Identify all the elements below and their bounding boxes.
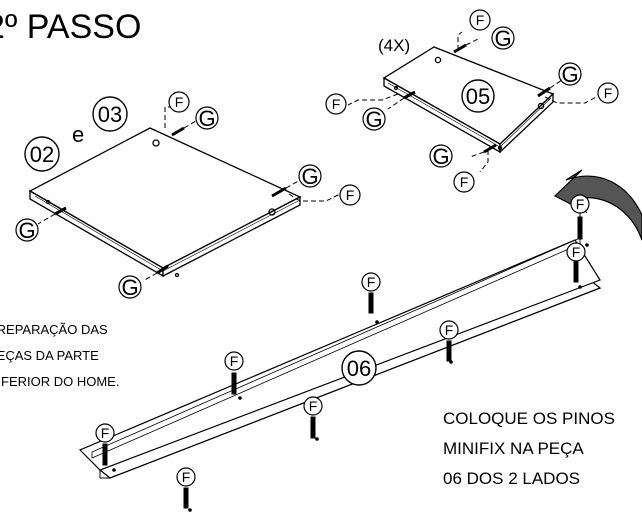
hw-g-02-bottom: G	[118, 275, 142, 300]
hw-g-02-left: G	[15, 218, 39, 243]
svg-text:05: 05	[466, 84, 490, 109]
label-part-03: 03	[92, 96, 128, 132]
svg-text:PEÇAS DA PARTE: PEÇAS DA PARTE	[0, 348, 99, 363]
svg-text:G: G	[432, 144, 449, 169]
pin-06-5	[231, 372, 237, 395]
hw-f-06-8: F	[176, 467, 196, 487]
svg-text:F: F	[367, 274, 376, 290]
hw-g-05-top: G	[491, 26, 515, 51]
svg-text:F: F	[309, 398, 318, 414]
svg-text:G: G	[494, 26, 511, 51]
svg-text:F: F	[346, 187, 355, 203]
pin-06-1	[577, 212, 583, 240]
hw-f-05-bottom: F	[453, 171, 475, 193]
svg-text:INFERIOR DO HOME.: INFERIOR DO HOME.	[0, 374, 119, 389]
hw-g-05-right: G	[558, 62, 582, 87]
pin-06-8	[183, 487, 189, 509]
hw-g-02-top: G	[195, 106, 219, 131]
rotate-arrow-icon	[553, 169, 642, 241]
svg-text:F: F	[460, 174, 469, 190]
note-right: COLOQUE OS PINOS MINIFIX NA PEÇA 06 DOS …	[443, 409, 615, 488]
svg-text:F: F	[332, 96, 341, 112]
svg-text:G: G	[561, 62, 578, 87]
hw-f-06-2: F	[566, 242, 586, 262]
panel-02-03-leaders	[37, 106, 341, 282]
hw-f-06-7: F	[95, 423, 115, 443]
svg-text:F: F	[182, 469, 191, 485]
hw-f-02-right: F	[339, 184, 361, 206]
pin-06-4	[446, 340, 452, 362]
hw-f-06-5: F	[224, 351, 244, 371]
hw-f-06-4: F	[439, 320, 459, 340]
svg-text:02: 02	[30, 142, 54, 167]
hw-f-06-1: F	[570, 194, 590, 214]
hw-f-05-left: F	[325, 93, 347, 115]
pin-06-7	[102, 443, 108, 466]
label-part-06: 06	[341, 350, 377, 386]
hw-f-05-right: F	[597, 82, 619, 104]
svg-text:06 DOS 2 LADOS: 06 DOS 2 LADOS	[443, 469, 580, 488]
svg-text:G: G	[18, 218, 35, 243]
svg-text:G: G	[121, 275, 138, 300]
pin-06-6	[310, 416, 316, 439]
svg-text:G: G	[198, 106, 215, 131]
hw-g-05-bottom: G	[429, 144, 453, 169]
pin-06-2	[573, 261, 579, 283]
hw-f-06-3: F	[361, 272, 381, 292]
svg-text:03: 03	[98, 102, 122, 127]
step-title: 2º PASSO	[0, 8, 141, 46]
svg-text:F: F	[604, 85, 613, 101]
svg-text:G: G	[365, 107, 382, 132]
panel-05-leaders	[347, 31, 599, 173]
hw-f-05-top: F	[469, 9, 491, 31]
panel-06-pins	[102, 212, 589, 512]
hw-f-02-top: F	[168, 91, 190, 113]
panel-02-03	[28, 127, 302, 278]
label-part-05: 05	[461, 79, 495, 113]
svg-text:PREPARAÇÃO DAS: PREPARAÇÃO DAS	[0, 322, 108, 337]
note-left: PREPARAÇÃO DAS PEÇAS DA PARTE INFERIOR D…	[0, 322, 119, 389]
panel-02-03-hardware	[54, 126, 287, 275]
svg-text:F: F	[230, 353, 239, 369]
label-part-02: 02	[24, 136, 60, 172]
svg-text:F: F	[572, 244, 581, 260]
svg-text:F: F	[445, 322, 454, 338]
hw-f-06-6: F	[303, 396, 323, 416]
svg-text:06: 06	[347, 356, 371, 381]
hw-g-05-left: G	[362, 107, 386, 132]
svg-text:F: F	[476, 12, 485, 28]
svg-text:F: F	[175, 94, 184, 110]
connector-e: e	[72, 122, 84, 147]
hw-g-02-right: G	[298, 164, 322, 189]
svg-text:MINIFIX NA PEÇA: MINIFIX NA PEÇA	[443, 439, 584, 458]
pin-06-3	[368, 292, 374, 314]
svg-text:COLOQUE OS PINOS: COLOQUE OS PINOS	[443, 409, 615, 428]
svg-text:G: G	[301, 164, 318, 189]
panel-05-hardware	[403, 43, 551, 154]
svg-text:F: F	[576, 196, 585, 212]
svg-text:F: F	[101, 425, 110, 441]
quantity-label: (4X)	[378, 36, 410, 55]
